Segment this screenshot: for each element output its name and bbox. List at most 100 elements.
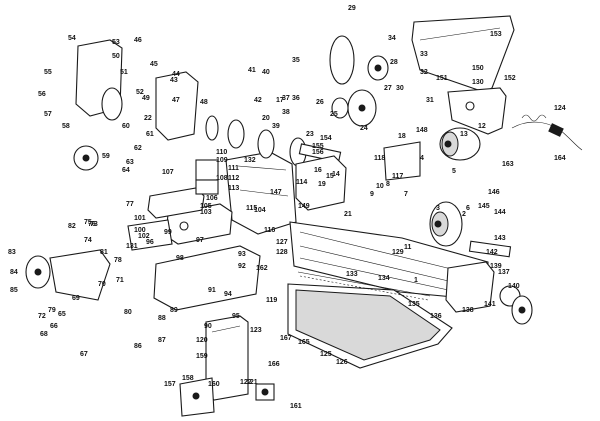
callout-6: 6: [466, 205, 470, 212]
callout-129: 129: [392, 249, 404, 256]
callout-22: 22: [144, 115, 152, 122]
callout-45: 45: [150, 61, 158, 68]
callout-115: 115: [246, 205, 257, 212]
callout-165: 165: [298, 339, 310, 346]
callout-53: 53: [112, 39, 120, 46]
callout-94: 94: [224, 291, 232, 298]
callout-56: 56: [38, 91, 46, 98]
callout-153: 153: [490, 31, 502, 38]
callout-26: 26: [316, 99, 324, 106]
callout-110: 110: [216, 149, 227, 156]
compound-rest: [195, 159, 219, 195]
callout-128: 128: [276, 249, 288, 256]
power-cord: [511, 121, 583, 151]
callout-154: 154: [320, 135, 332, 142]
callout-78: 78: [114, 257, 122, 264]
part-callouts: 1234567891011121314151617181920212223242…: [8, 5, 566, 410]
callout-87: 87: [158, 337, 166, 344]
callout-19: 19: [318, 181, 326, 188]
callout-71: 71: [116, 277, 124, 284]
callout-84: 84: [10, 269, 18, 276]
callout-65: 65: [58, 311, 66, 318]
chuck: [429, 201, 463, 247]
callout-116: 116: [264, 227, 275, 234]
callout-27: 27: [384, 85, 392, 92]
callout-96: 96: [146, 239, 154, 246]
callout-51: 51: [120, 69, 128, 76]
callout-67: 67: [80, 351, 88, 358]
callout-111: 111: [228, 165, 239, 172]
callout-91: 91: [208, 287, 216, 294]
callout-35: 35: [292, 57, 300, 64]
callout-107: 107: [162, 169, 174, 176]
callout-141: 141: [484, 301, 496, 308]
callout-23: 23: [306, 131, 314, 138]
callout-29: 29: [348, 5, 356, 12]
callout-1: 1: [414, 277, 418, 284]
callout-126: 126: [336, 359, 348, 366]
callout-156: 156: [312, 149, 324, 156]
cross-slide: [127, 187, 205, 251]
callout-122: 122: [240, 379, 252, 386]
callout-8: 8: [386, 181, 390, 188]
callout-76: 76: [88, 221, 96, 228]
callout-117: 117: [392, 173, 403, 180]
callout-119: 119: [266, 297, 277, 304]
callout-34: 34: [388, 35, 396, 42]
change-gears: [329, 35, 389, 127]
callout-70: 70: [98, 281, 106, 288]
apron-handwheel: [25, 249, 111, 301]
callout-44: 44: [172, 71, 180, 78]
callout-103: 103: [200, 209, 212, 216]
pulley-set: [73, 87, 123, 171]
callout-86: 86: [134, 343, 142, 350]
callout-114: 114: [296, 179, 307, 186]
coil-spring: [521, 114, 547, 122]
callout-49: 49: [142, 95, 150, 102]
callout-102: 102: [138, 233, 150, 240]
callout-159: 159: [196, 353, 208, 360]
callout-125: 125: [320, 351, 332, 358]
callout-5: 5: [452, 168, 456, 175]
callout-160: 160: [208, 381, 220, 388]
callout-135: 135: [408, 301, 420, 308]
callout-158: 158: [182, 375, 194, 382]
callout-152: 152: [504, 75, 516, 82]
callout-30: 30: [396, 85, 404, 92]
callout-88: 88: [158, 315, 166, 322]
callout-133: 133: [346, 271, 358, 278]
callout-93: 93: [238, 251, 246, 258]
callout-18: 18: [398, 133, 406, 140]
callout-108: 108: [216, 175, 228, 182]
callout-69: 69: [72, 295, 80, 302]
callout-4: 4: [420, 155, 424, 162]
callout-97: 97: [196, 237, 204, 244]
callout-75: 75: [84, 219, 92, 226]
callout-46: 46: [134, 37, 142, 44]
callout-98: 98: [176, 255, 184, 262]
callout-63: 63: [126, 159, 134, 166]
tailstock-handwheel: [511, 295, 533, 325]
callout-20: 20: [262, 115, 270, 122]
callout-162: 162: [256, 265, 268, 272]
callout-68: 68: [40, 331, 48, 338]
callout-146: 146: [488, 189, 500, 196]
callout-60: 60: [122, 123, 130, 130]
callout-150: 150: [472, 65, 484, 72]
callout-134: 134: [378, 275, 390, 282]
callout-57: 57: [44, 111, 52, 118]
callout-95: 95: [232, 313, 240, 320]
callout-79: 79: [48, 307, 56, 314]
callout-61: 61: [146, 131, 154, 138]
callout-21: 21: [344, 211, 352, 218]
callout-147: 147: [270, 189, 282, 196]
callout-99: 99: [164, 229, 172, 236]
callout-17: 17: [276, 97, 284, 104]
callout-52: 52: [136, 89, 144, 96]
callout-9: 9: [370, 191, 374, 198]
callout-24: 24: [360, 125, 368, 132]
callout-148: 148: [416, 127, 428, 134]
callout-145: 145: [478, 203, 490, 210]
motor: [439, 127, 481, 161]
callout-11: 11: [404, 244, 412, 251]
